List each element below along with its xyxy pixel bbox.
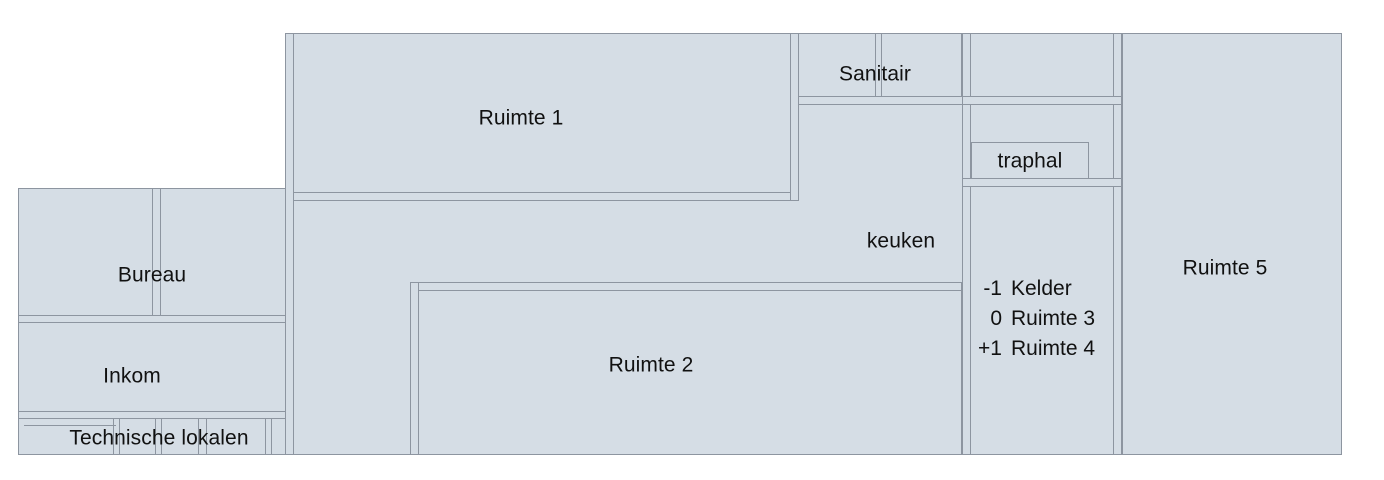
level-label-first: Ruimte 4 [1011,337,1096,360]
level-number-basement: -1 [983,277,1002,300]
label-keuken: keuken [866,229,936,253]
label-ruimte-5: Ruimte 5 [1182,256,1268,280]
wall-traphal-column-right [1113,33,1122,455]
wall-ruimte1-bottom [285,192,799,201]
room-ruimte-1[interactable] [285,33,799,199]
wall-technisch-divider-1 [113,418,120,455]
wall-traphal-column-left [962,33,971,455]
level-row-first: +1 Ruimte 4 [968,334,1095,364]
level-number-first: +1 [978,337,1002,360]
wall-traphal-top [962,96,1122,105]
label-technische-lokalen: Technische lokalen [69,426,249,450]
wall-bureau-divider [152,188,161,319]
level-row-ground: 0 Ruimte 3 [968,304,1095,334]
label-ruimte-1: Ruimte 1 [478,106,564,130]
label-sanitair: Sanitair [838,62,912,86]
level-label-basement: Kelder [1011,277,1072,300]
line-technisch-inner [24,425,116,426]
wall-technisch-divider-4 [265,418,272,455]
room-ruimte-5[interactable] [1122,33,1342,455]
wall-technisch-divider-3 [198,418,207,455]
wall-sanitair-bottom [797,96,969,105]
level-label-ground: Ruimte 3 [1011,307,1096,330]
wall-keuken-left [790,33,799,201]
label-ruimte-2: Ruimte 2 [608,353,694,377]
level-number-ground: 0 [990,307,1002,330]
wall-central-left [285,33,294,455]
room-technische-lokalen[interactable] [18,418,286,455]
label-bureau: Bureau [117,263,187,287]
wall-technisch-divider-2 [155,418,162,455]
level-row-basement: -1 Kelder [968,274,1095,304]
label-inkom: Inkom [103,364,161,388]
wall-ruimte2-top [410,282,962,291]
label-traphal: traphal [997,149,1063,173]
level-legend: -1 Kelder 0 Ruimte 3 +1 Ruimte 4 [968,274,1095,364]
wall-traphal-bottom [962,178,1122,187]
wall-ruimte2-left [410,282,419,455]
